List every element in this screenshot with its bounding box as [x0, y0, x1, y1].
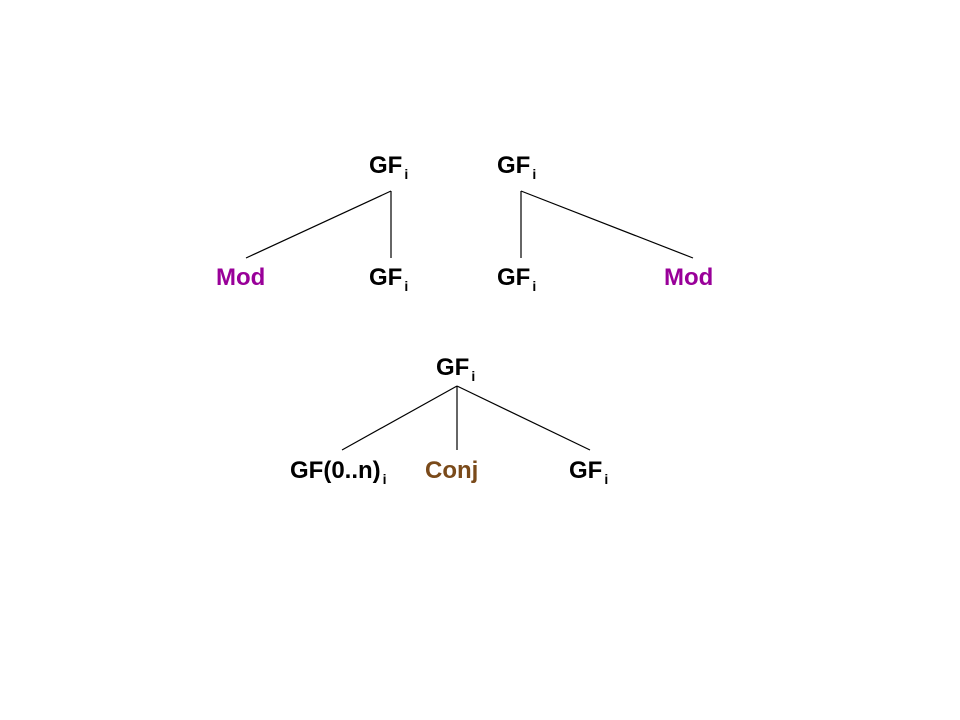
- tree2-edge-right: [520, 190, 694, 259]
- tree1-right-subscript: i: [404, 278, 409, 294]
- tree2-left-subscript: i: [532, 278, 537, 294]
- tree1-left-label: Mod: [216, 264, 266, 291]
- tree2-right-label: Mod: [664, 264, 714, 291]
- tree3-edge-right: [456, 385, 591, 451]
- tree1-right-label: GF: [369, 264, 403, 291]
- tree2-left-label: GF: [497, 264, 531, 291]
- tree3-edge-left: [341, 385, 458, 451]
- tree1-root-label: GF: [369, 152, 403, 179]
- tree3-right-label: GF: [569, 457, 603, 484]
- tree3-root-label: GF: [436, 354, 470, 381]
- tree1-root-subscript: i: [404, 166, 409, 182]
- tree1-left-node: Mod: [216, 264, 265, 292]
- tree3-middle-node: Conj: [425, 457, 478, 485]
- tree3-right-subscript: i: [604, 471, 609, 487]
- tree2-root-label: GF: [497, 152, 531, 179]
- tree3-left-label: GF(0..n): [290, 457, 381, 484]
- tree2-right-node: Mod: [664, 264, 713, 292]
- tree3-root-subscript: i: [471, 368, 476, 384]
- tree2-root-subscript: i: [532, 166, 537, 182]
- tree1-edge-left: [245, 190, 392, 259]
- tree3-left-subscript: i: [382, 471, 387, 487]
- tree3-middle-label: Conj: [425, 457, 479, 484]
- tree3-left-node: GF(0..n)i: [290, 457, 387, 487]
